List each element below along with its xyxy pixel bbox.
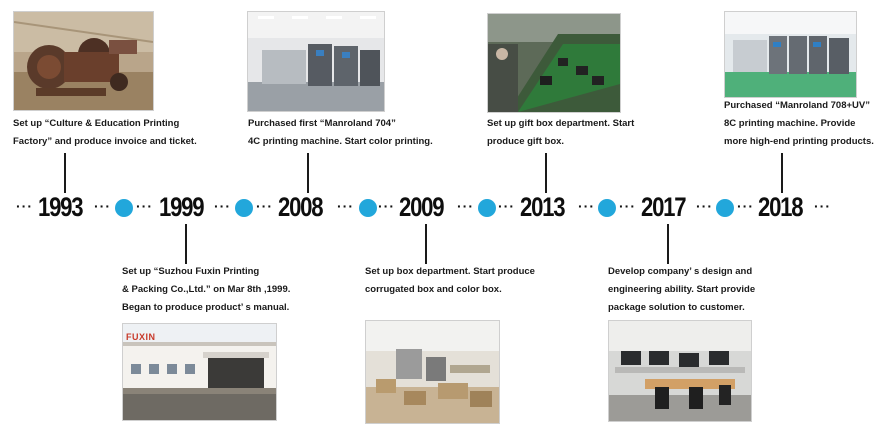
office-photo (608, 320, 752, 422)
box-workshop-photo (365, 320, 500, 424)
timeline-dots: ··· (696, 198, 713, 214)
connector-line (667, 224, 669, 264)
milestone-description-1993: Set up “Culture & Education Printing Fac… (13, 118, 197, 147)
timeline-dots: ··· (256, 198, 273, 214)
gift-box-line-photo (487, 13, 621, 113)
timeline-dot (478, 199, 496, 217)
year-label-1999: 1999 (159, 192, 205, 222)
printing-press-uv-photo (724, 11, 857, 98)
connector-line (545, 153, 547, 193)
milestone-description-2008: Purchased first “Manroland 704” 4C print… (248, 118, 433, 147)
milestone-description-2018: Purchased “Manroland 708+UV” 8C printing… (724, 100, 874, 147)
timeline-dot (716, 199, 734, 217)
timeline-dots: ··· (378, 198, 395, 214)
timeline-dot (235, 199, 253, 217)
year-label-1993: 1993 (38, 192, 84, 222)
milestone-description-2017: Develop company’ s design and engineerin… (608, 266, 756, 313)
timeline-dots: ··· (136, 198, 153, 214)
timeline-dot (359, 199, 377, 217)
milestone-description-1999: Set up “Suzhou Fuxin Printing & Packing … (122, 266, 291, 313)
timeline-dots: ··· (578, 198, 595, 214)
timeline-dots: ··· (214, 198, 231, 214)
timeline-dots: ··· (337, 198, 354, 214)
year-label-2013: 2013 (520, 192, 566, 222)
timeline-dots: ··· (737, 198, 754, 214)
timeline-dot (598, 199, 616, 217)
connector-line (307, 153, 309, 193)
year-label-2008: 2008 (278, 192, 324, 222)
year-label-2018: 2018 (758, 192, 804, 222)
timeline-dots: ··· (94, 198, 111, 214)
year-label-2017: 2017 (641, 192, 687, 222)
timeline-dot (115, 199, 133, 217)
connector-line (781, 153, 783, 193)
milestone-description-2009: Set up box department. Start produce cor… (365, 266, 535, 295)
year-label-2009: 2009 (399, 192, 445, 222)
old-machine-photo (13, 11, 154, 111)
timeline-dots: ··· (457, 198, 474, 214)
factory-sign: FUXIN (126, 332, 156, 342)
connector-line (64, 153, 66, 193)
printing-press-photo (247, 11, 385, 112)
timeline-dots: ··· (814, 198, 831, 214)
connector-line (425, 224, 427, 264)
timeline-dots: ··· (16, 198, 33, 214)
factory-building-photo (122, 323, 277, 421)
milestone-description-2013: Set up gift box department. Start produc… (487, 118, 635, 147)
connector-line (185, 224, 187, 264)
timeline-dots: ··· (619, 198, 636, 214)
timeline-dots: ··· (498, 198, 515, 214)
